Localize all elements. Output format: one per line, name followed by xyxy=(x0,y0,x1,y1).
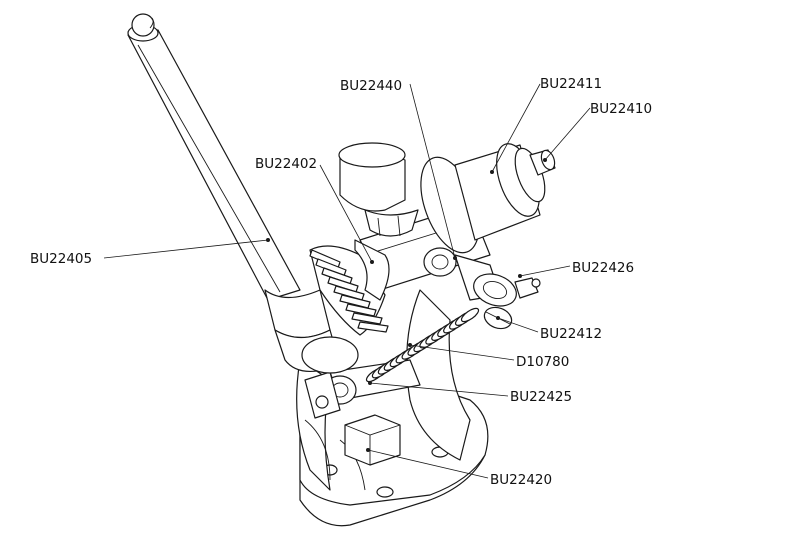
pivot-shaft xyxy=(304,359,421,419)
leader-bu22410 xyxy=(544,107,591,161)
leader-bu22425 xyxy=(369,382,509,397)
label-bu22420: BU22420 xyxy=(490,472,552,488)
label-bu22425: BU22425 xyxy=(510,389,572,405)
label-bu22405: BU22405 xyxy=(30,251,92,267)
label-bu22410: BU22410 xyxy=(590,101,652,117)
lower-block xyxy=(344,414,401,466)
cap-nut xyxy=(338,142,419,237)
flange-disc xyxy=(420,143,556,254)
label-bu22412: BU22412 xyxy=(540,326,602,342)
clevis-bracket xyxy=(423,247,541,307)
leader-bu22405 xyxy=(103,239,269,259)
leader-d10780 xyxy=(409,344,515,361)
leader-bu22426 xyxy=(519,265,571,277)
label-bu22426: BU22426 xyxy=(572,260,634,276)
label-bu22411: BU22411 xyxy=(540,76,602,92)
bevel-gear xyxy=(309,239,390,336)
label-bu22440: BU22440 xyxy=(340,78,402,94)
leader-bu22412 xyxy=(497,317,539,333)
label-bu22402: BU22402 xyxy=(255,156,317,172)
compression-spring xyxy=(365,307,480,383)
leader-bu22440 xyxy=(409,83,456,259)
leader-bu22411 xyxy=(491,83,541,173)
label-d10780: D10780 xyxy=(516,354,569,370)
leader-bu22420 xyxy=(367,449,489,479)
leader-bu22402 xyxy=(319,164,373,263)
leader-lines xyxy=(103,83,591,479)
part-labels: BU22440 BU22411 BU22410 BU22402 BU22405 … xyxy=(30,76,652,488)
lever-tube xyxy=(127,13,359,374)
